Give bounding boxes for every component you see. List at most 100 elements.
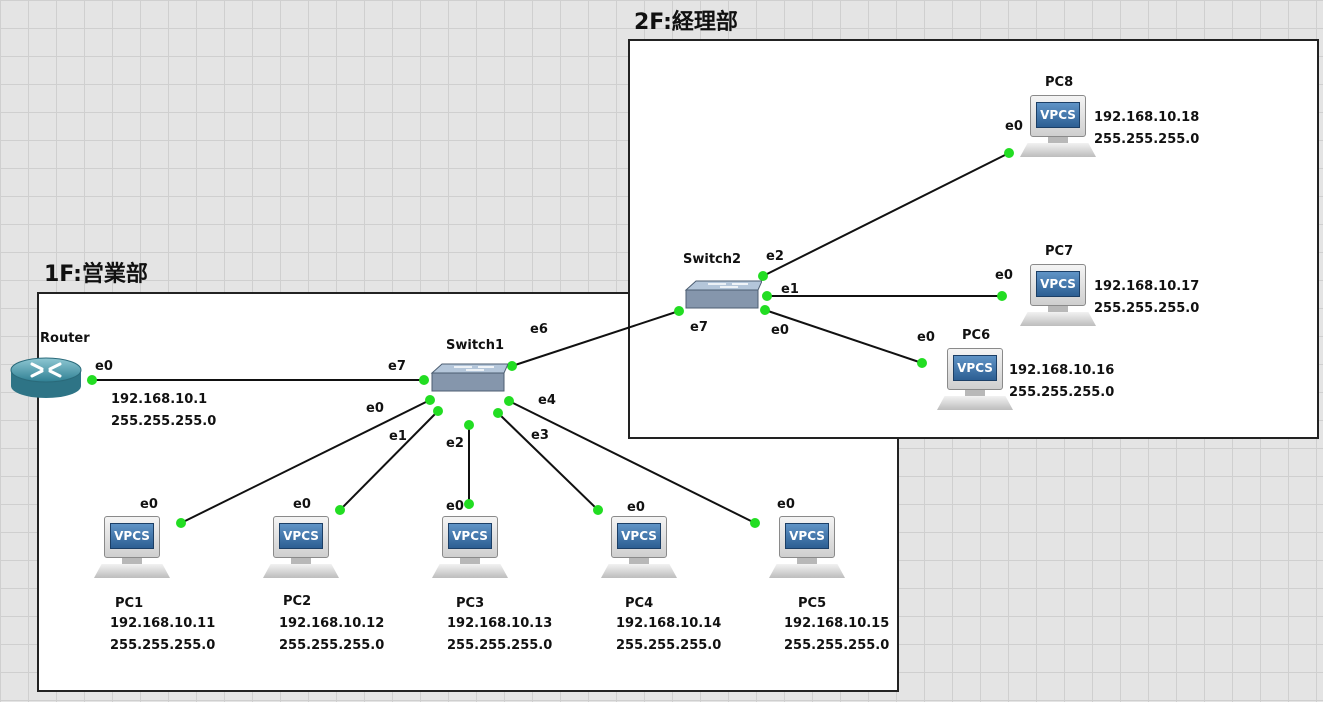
port-label-pc7-e0: e0 xyxy=(995,268,1013,283)
port-sw2-e2[interactable] xyxy=(758,271,768,281)
pc4-ip: 192.168.10.14 xyxy=(616,616,722,631)
router-device[interactable] xyxy=(8,354,84,402)
area-floor1-title: 1F:営業部 xyxy=(44,262,148,287)
area-floor2-title: 2F:経理部 xyxy=(634,10,738,35)
link-switch1-pc5[interactable] xyxy=(508,400,756,524)
pc2-name: PC2 xyxy=(283,594,312,609)
monitor-icon: VPCS xyxy=(779,516,835,558)
port-sw1-e0[interactable] xyxy=(425,395,435,405)
port-sw1-e3[interactable] xyxy=(493,408,503,418)
pc1-mask: 255.255.255.0 xyxy=(110,638,216,653)
pc6-name: PC6 xyxy=(962,328,991,343)
pc1-device[interactable]: VPCS xyxy=(94,516,170,584)
port-pc5-e0[interactable] xyxy=(750,518,760,528)
pc2-ip: 192.168.10.12 xyxy=(279,616,385,631)
pc3-device[interactable]: VPCS xyxy=(432,516,508,584)
port-label-pc3-e0: e0 xyxy=(446,499,464,514)
port-label-sw1-e6: e6 xyxy=(530,322,548,337)
switch2-name: Switch2 xyxy=(683,252,742,267)
port-label-sw1-e0: e0 xyxy=(366,401,384,416)
switch2-device[interactable] xyxy=(682,280,763,314)
pc8-mask: 255.255.255.0 xyxy=(1094,132,1200,147)
pc7-device[interactable]: VPCS xyxy=(1020,264,1096,332)
port-label-sw1-e2: e2 xyxy=(446,436,464,451)
pc2-mask: 255.255.255.0 xyxy=(279,638,385,653)
link-switch1-pc4[interactable] xyxy=(497,412,599,511)
link-switch2-pc8[interactable] xyxy=(762,152,1010,277)
pc7-mask: 255.255.255.0 xyxy=(1094,301,1200,316)
port-label-sw1-e1: e1 xyxy=(389,429,407,444)
port-sw1-e2[interactable] xyxy=(464,420,474,430)
port-pc2-e0[interactable] xyxy=(335,505,345,515)
vpcs-screen: VPCS xyxy=(1036,102,1080,128)
monitor-icon: VPCS xyxy=(1030,95,1086,137)
port-sw1-e7[interactable] xyxy=(419,375,429,385)
switch1-device[interactable] xyxy=(428,363,509,397)
link-switch1-pc2[interactable] xyxy=(339,410,439,511)
pc7-ip: 192.168.10.17 xyxy=(1094,279,1200,294)
port-router-e0[interactable] xyxy=(87,375,97,385)
vpcs-screen: VPCS xyxy=(110,523,154,549)
switch1-icon xyxy=(430,363,509,392)
pc5-device[interactable]: VPCS xyxy=(769,516,845,584)
pc2-device[interactable]: VPCS xyxy=(263,516,339,584)
port-label-sw1-e4: e4 xyxy=(538,393,556,408)
pc7-name: PC7 xyxy=(1045,244,1074,259)
vpcs-screen: VPCS xyxy=(617,523,661,549)
port-label-sw1-e7: e7 xyxy=(388,359,406,374)
link-switch1-switch2[interactable] xyxy=(511,310,680,367)
monitor-icon: VPCS xyxy=(442,516,498,558)
port-pc6-e0[interactable] xyxy=(917,358,927,368)
port-sw1-e6[interactable] xyxy=(507,361,517,371)
port-sw1-e4[interactable] xyxy=(504,396,514,406)
monitor-icon: VPCS xyxy=(273,516,329,558)
link-switch1-pc1[interactable] xyxy=(180,399,431,524)
port-label-sw2-e0: e0 xyxy=(771,323,789,338)
pc6-mask: 255.255.255.0 xyxy=(1009,385,1115,400)
vpcs-screen: VPCS xyxy=(785,523,829,549)
port-label-pc4-e0: e0 xyxy=(627,500,645,515)
port-label-pc5-e0: e0 xyxy=(777,497,795,512)
port-pc7-e0[interactable] xyxy=(997,291,1007,301)
link-switch2-pc6[interactable] xyxy=(764,309,923,364)
pc5-name: PC5 xyxy=(798,596,827,611)
pc1-ip: 192.168.10.11 xyxy=(110,616,216,631)
port-label-pc8-e0: e0 xyxy=(1005,119,1023,134)
port-label-pc2-e0: e0 xyxy=(293,497,311,512)
port-sw2-e1[interactable] xyxy=(762,291,772,301)
pc4-device[interactable]: VPCS xyxy=(601,516,677,584)
monitor-icon: VPCS xyxy=(1030,264,1086,306)
port-pc4-e0[interactable] xyxy=(593,505,603,515)
pc3-mask: 255.255.255.0 xyxy=(447,638,553,653)
port-label-router-e0: e0 xyxy=(95,359,113,374)
port-pc1-e0[interactable] xyxy=(176,518,186,528)
vpcs-screen: VPCS xyxy=(448,523,492,549)
pc5-ip: 192.168.10.15 xyxy=(784,616,890,631)
port-label-sw2-e7: e7 xyxy=(690,320,708,335)
pc8-ip: 192.168.10.18 xyxy=(1094,110,1200,125)
monitor-icon: VPCS xyxy=(104,516,160,558)
pc4-mask: 255.255.255.0 xyxy=(616,638,722,653)
pc4-name: PC4 xyxy=(625,596,654,611)
port-sw1-e1[interactable] xyxy=(433,406,443,416)
switch1-name: Switch1 xyxy=(446,338,505,353)
port-pc3-e0[interactable] xyxy=(464,499,474,509)
monitor-icon: VPCS xyxy=(611,516,667,558)
port-sw2-e0[interactable] xyxy=(760,305,770,315)
pc6-ip: 192.168.10.16 xyxy=(1009,363,1115,378)
pc1-name: PC1 xyxy=(115,596,144,611)
switch2-icon xyxy=(684,280,763,309)
router-icon xyxy=(10,357,82,398)
port-label-sw2-e2: e2 xyxy=(766,249,784,264)
pc8-device[interactable]: VPCS xyxy=(1020,95,1096,163)
router-name: Router xyxy=(40,331,90,346)
router-ip: 192.168.10.1 xyxy=(111,392,208,407)
pc6-device[interactable]: VPCS xyxy=(937,348,1013,416)
pc3-ip: 192.168.10.13 xyxy=(447,616,553,631)
vpcs-screen: VPCS xyxy=(1036,271,1080,297)
port-pc8-e0[interactable] xyxy=(1004,148,1014,158)
port-label-sw1-e3: e3 xyxy=(531,428,549,443)
port-sw2-e7[interactable] xyxy=(674,306,684,316)
port-label-sw2-e1: e1 xyxy=(781,282,799,297)
